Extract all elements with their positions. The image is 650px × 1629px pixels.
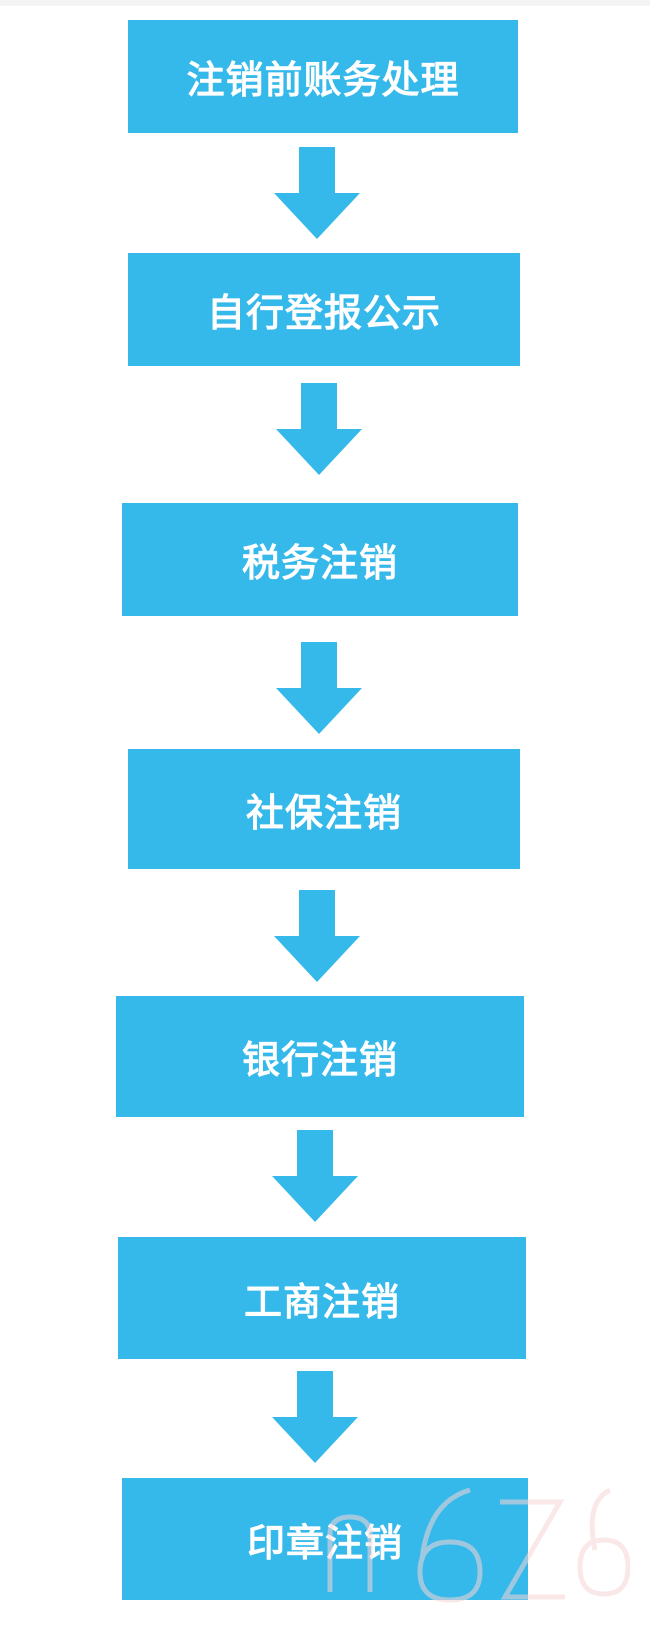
step-3-label: 税务注销 xyxy=(241,541,398,585)
step-2-label: 自行登报公示 xyxy=(206,291,441,335)
step-6-label: 工商注销 xyxy=(243,1279,400,1324)
step-5-box: 银行注销 xyxy=(116,996,524,1117)
step-7-label: 印章注销 xyxy=(246,1520,403,1565)
faint-logo-watermark-icon xyxy=(310,1462,630,1612)
step-4-box: 社保注销 xyxy=(128,749,520,869)
arrow-down-3-icon xyxy=(274,642,364,734)
step-5-label: 银行注销 xyxy=(241,1038,398,1082)
step-4-label: 社保注销 xyxy=(245,790,402,835)
arrow-down-6-icon xyxy=(270,1371,360,1463)
step-7-box: 印章注销 xyxy=(122,1478,528,1600)
step-1-box: 注销前账务处理 xyxy=(128,20,518,133)
step-3-box: 税务注销 xyxy=(122,503,518,616)
step-2-box: 自行登报公示 xyxy=(128,253,520,366)
top-edge-shade xyxy=(0,0,650,6)
arrow-down-5-icon xyxy=(270,1130,360,1222)
arrow-down-2-icon xyxy=(274,383,364,475)
arrow-down-4-icon xyxy=(272,890,362,982)
step-6-box: 工商注销 xyxy=(118,1237,526,1359)
step-1-label: 注销前账务处理 xyxy=(186,58,460,102)
arrow-down-1-icon xyxy=(272,147,362,239)
